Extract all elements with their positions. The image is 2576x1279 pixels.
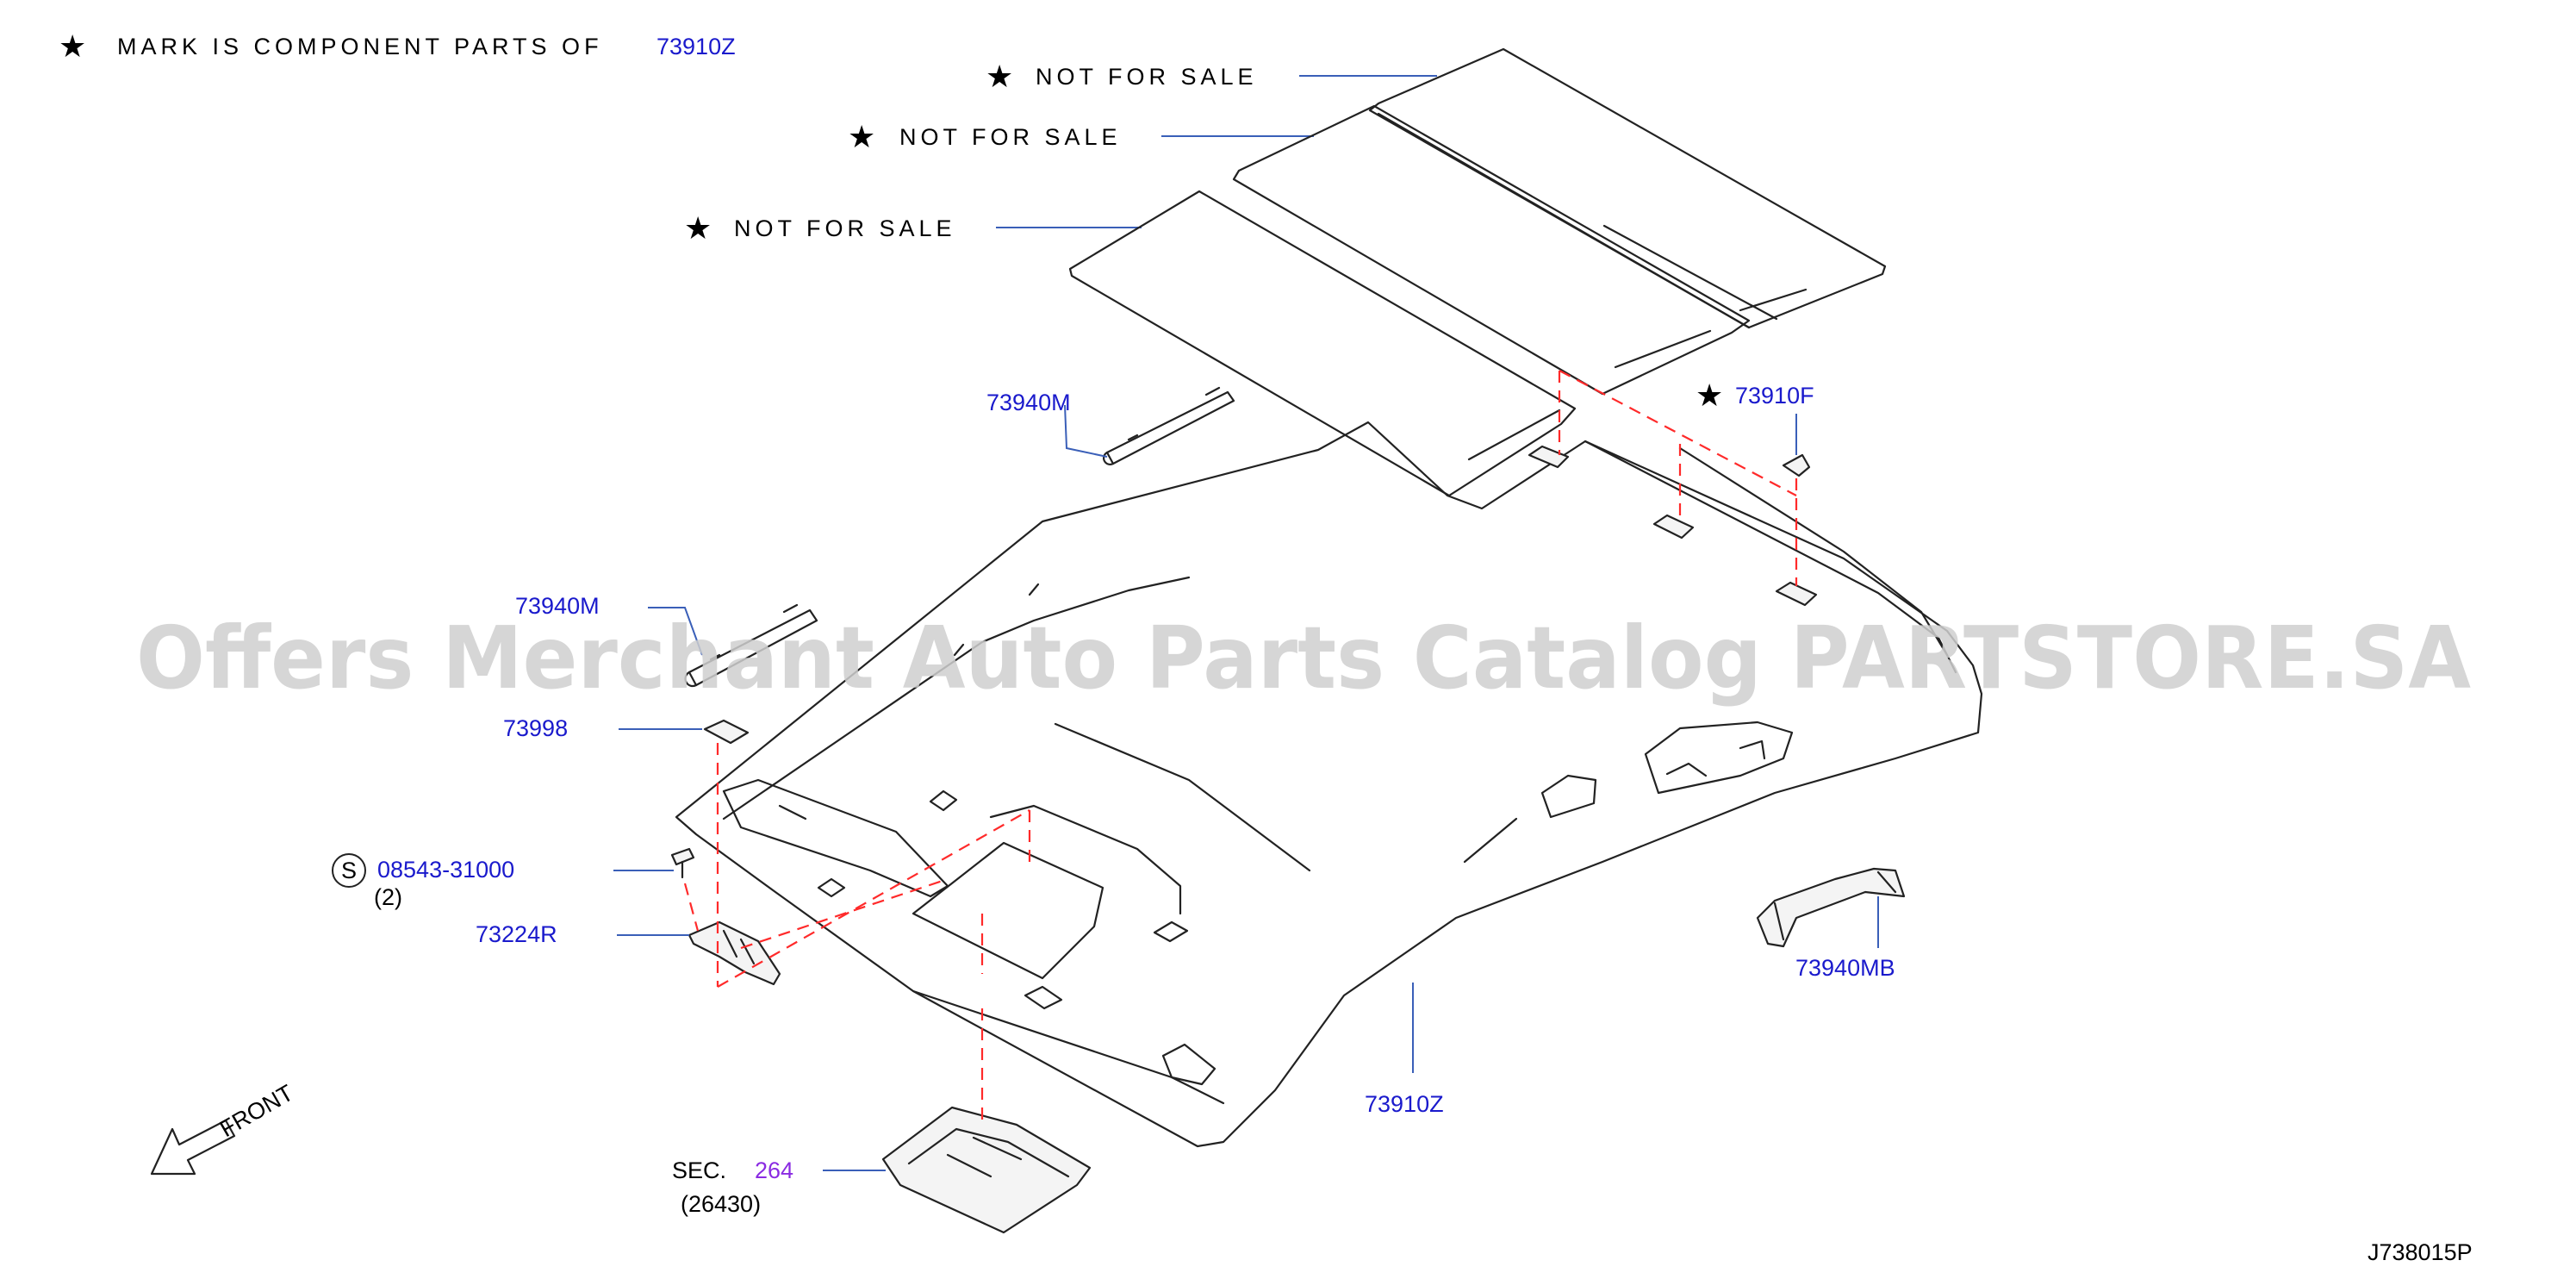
star-icon: ★ <box>986 59 1013 95</box>
part-label-73910F[interactable]: 73910F <box>1735 383 1814 409</box>
map-lamp-sec-264[interactable] <box>881 1106 1092 1234</box>
roof-pad-middle[interactable] <box>1232 104 1751 396</box>
dashed-line <box>740 877 949 950</box>
section-sub-number: (26430) <box>681 1191 761 1217</box>
sunvisor-upper-73940M[interactable] <box>1103 386 1235 465</box>
leader-line <box>1064 404 1108 458</box>
not-for-sale-label-1: NOT FOR SALE <box>1036 64 1258 90</box>
section-prefix: SEC. <box>672 1157 726 1183</box>
screw-quantity: (2) <box>374 884 402 910</box>
part-label-08543-31000[interactable]: 08543-31000 <box>377 857 514 883</box>
star-icon: ★ <box>59 29 86 65</box>
part-label-73224R[interactable]: 73224R <box>476 921 557 947</box>
diagram-code: J738015P <box>2368 1239 2473 1265</box>
clip-73910F[interactable] <box>1782 453 1811 477</box>
pad-73998[interactable] <box>703 719 750 745</box>
part-label-73940M-lower[interactable]: 73940M <box>515 593 600 619</box>
not-for-sale-label-2: NOT FOR SALE <box>899 124 1122 150</box>
dashed-line <box>1559 370 1797 496</box>
star-note-part-link[interactable]: 73910Z <box>656 34 736 59</box>
screw-symbol-circle <box>332 853 366 888</box>
not-for-sale-label-3: NOT FOR SALE <box>734 215 956 241</box>
screw-symbol: S <box>341 858 357 883</box>
star-note-text: MARK IS COMPONENT PARTS OF <box>117 34 603 59</box>
part-label-73940M-upper[interactable]: 73940M <box>986 390 1071 415</box>
dashed-line <box>717 809 1030 988</box>
dashed-line <box>683 883 700 932</box>
front-arrow-icon <box>150 1119 236 1176</box>
sunvisor-lower-73940M[interactable] <box>684 603 818 688</box>
front-label: FRONT <box>215 1080 298 1142</box>
star-icon: ★ <box>1696 378 1723 414</box>
star-icon: ★ <box>684 211 712 246</box>
leader-line <box>648 607 703 656</box>
clip-73224R[interactable] <box>688 920 781 986</box>
roof-pad-rear[interactable] <box>1368 47 1887 329</box>
screw-08543-31000[interactable] <box>670 847 695 879</box>
section-link-264[interactable]: 264 <box>755 1157 793 1183</box>
star-icon: ★ <box>848 120 875 155</box>
roof-pad-front[interactable] <box>1068 190 1577 497</box>
assist-grip-73940MB[interactable] <box>1756 867 1906 948</box>
watermark-text: Offers Merchant Auto Parts Catalog PARTS… <box>136 608 2471 708</box>
headlining-73910Z[interactable] <box>675 421 1983 1148</box>
part-label-73940MB[interactable]: 73940MB <box>1795 955 1895 981</box>
part-label-73910Z[interactable]: 73910Z <box>1365 1091 1444 1117</box>
part-label-73998[interactable]: 73998 <box>503 715 568 741</box>
